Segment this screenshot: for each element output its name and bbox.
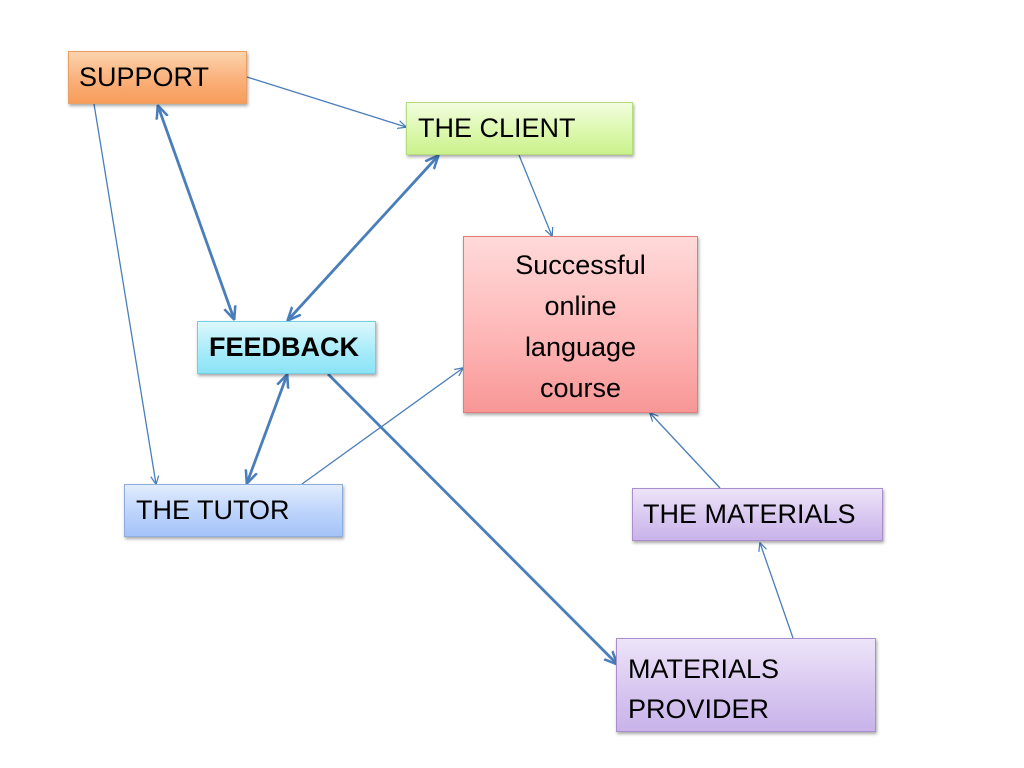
- node-support-label: SUPPORT: [79, 62, 210, 92]
- node-course-line: Successful: [515, 250, 646, 280]
- node-provider-line: MATERIALS: [628, 654, 780, 684]
- connector-feedback-provider: [327, 373, 617, 664]
- node-support[interactable]: SUPPORT: [68, 51, 247, 104]
- node-course[interactable]: Successful online language course: [463, 236, 698, 413]
- node-provider-line: PROVIDER: [628, 694, 770, 724]
- connector-support-feedback: [158, 106, 234, 319]
- node-tutor-label: THE TUTOR: [136, 495, 290, 525]
- connector-provider-materials: [760, 543, 794, 639]
- node-feedback-label: FEEDBACK: [209, 332, 360, 362]
- node-tutor[interactable]: THE TUTOR: [124, 484, 343, 537]
- node-course-line: course: [539, 373, 622, 403]
- node-course-line: online: [544, 291, 617, 321]
- node-materials-label: THE MATERIALS: [643, 499, 856, 529]
- connector-client-feedback: [288, 156, 438, 320]
- connector-materials-course: [650, 413, 721, 489]
- node-provider[interactable]: MATERIALS PROVIDER: [616, 638, 876, 732]
- connector-feedback-tutor: [247, 375, 287, 483]
- node-client-label: THE CLIENT: [418, 113, 576, 143]
- node-client[interactable]: THE CLIENT: [406, 102, 633, 155]
- node-feedback[interactable]: FEEDBACK: [197, 321, 376, 374]
- node-materials[interactable]: THE MATERIALS: [632, 488, 883, 541]
- connector-support-tutor: [93, 103, 156, 484]
- connector-tutor-course: [301, 368, 463, 485]
- connector-client-course: [518, 154, 552, 236]
- connector-support-client: [246, 76, 406, 127]
- node-course-line: language: [524, 332, 637, 362]
